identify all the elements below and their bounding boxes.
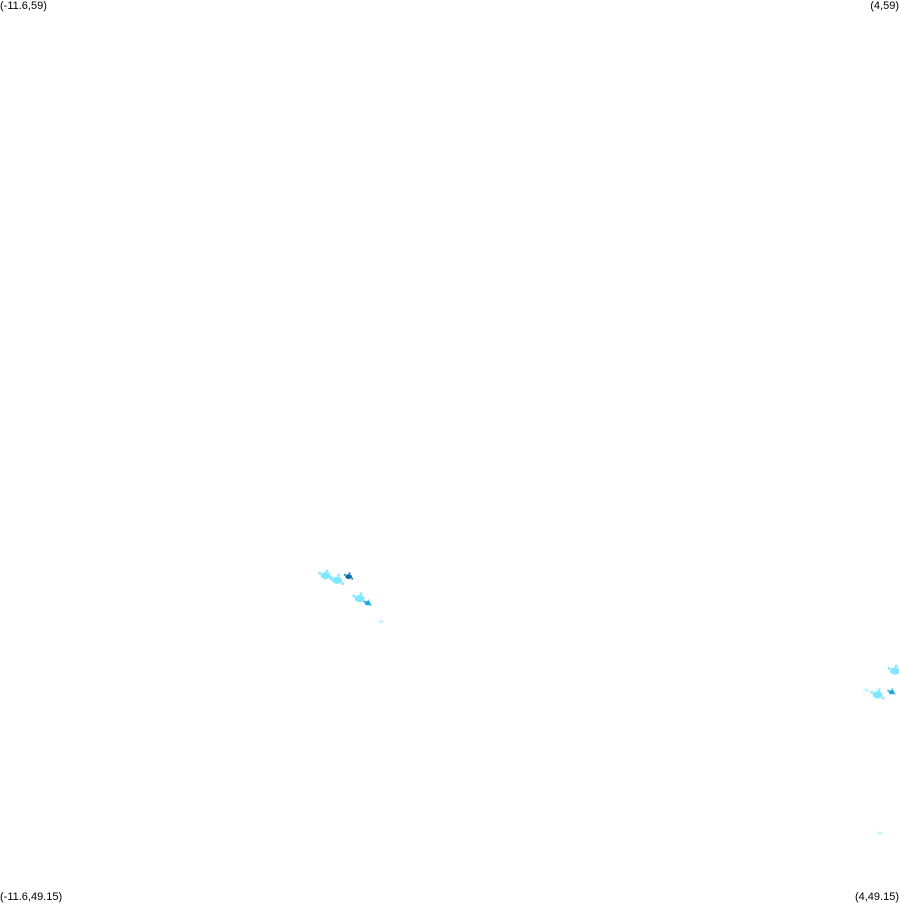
corner-label-bottom-left: (-11.6,49.15) — [0, 891, 62, 904]
map-patch-cluster-east-4 — [863, 688, 869, 692]
map-patch-cluster-mid-3 — [378, 619, 384, 623]
corner-label-top-left: (-11.6,59) — [0, 0, 47, 13]
corner-label-top-right: (4,59) — [870, 0, 899, 13]
map-patch-cluster-east-3 — [870, 688, 884, 699]
map-patch-cluster-east-2 — [887, 688, 895, 695]
corner-label-bottom-right: (4,49.15) — [855, 891, 899, 904]
map-patch-cluster-west-dark — [344, 572, 354, 580]
map-patch-cluster-west-small — [318, 569, 332, 580]
map-patch-cluster-south — [876, 831, 882, 835]
map-patch-cluster-east-1 — [888, 665, 899, 676]
